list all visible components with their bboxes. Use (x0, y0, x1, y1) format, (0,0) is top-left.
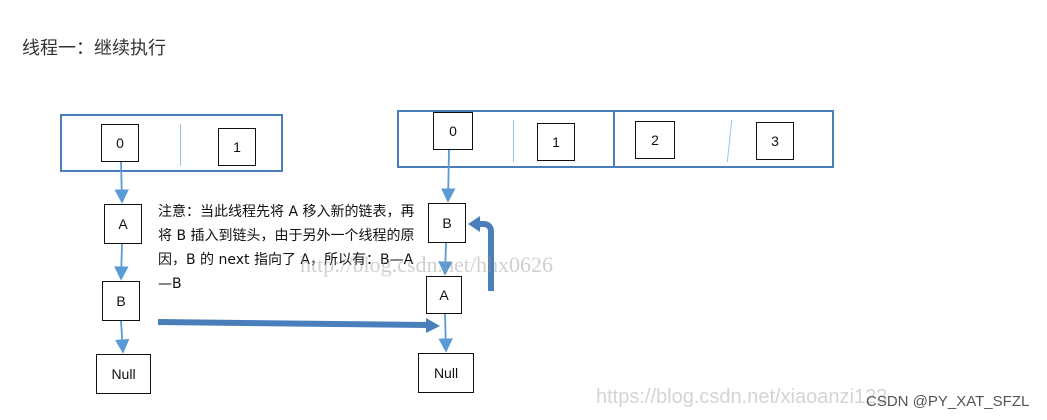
watermark-corner: CSDN @PY_XAT_SFZL (866, 393, 1030, 410)
watermark-bottom: https://blog.csdn.net/xiaoanzi123 (596, 386, 888, 408)
arrow-left-a-to-b (114, 243, 129, 281)
arrow-move-b-head (426, 318, 440, 333)
arrow-right-cell0-to-b (441, 149, 456, 203)
arrow-left-b-to-null (115, 320, 130, 354)
arrow-a-back-head (468, 216, 480, 232)
left-node-null: Null (96, 354, 151, 394)
right-node-a: A (426, 276, 462, 314)
right-array-divider-2 (613, 112, 615, 166)
left-array-cell-0: 0 (101, 124, 139, 162)
right-array-cell-3: 3 (756, 122, 794, 160)
watermark-center: http://blog.csdn.net/hhx0626 (300, 252, 553, 277)
arrow-left-cell0-to-a (114, 161, 129, 204)
left-array-divider (180, 124, 181, 166)
arrow-right-b-to-a (438, 242, 453, 276)
right-array-divider-1 (513, 120, 514, 162)
right-array-cell-2: 2 (635, 121, 675, 159)
arrow-move-b-to-new-list (157, 319, 429, 328)
right-array-cell-0: 0 (433, 112, 473, 150)
arrow-right-a-to-null (438, 313, 453, 353)
right-node-null: Null (418, 353, 474, 393)
page-title: 线程一：继续执行 (22, 38, 166, 59)
explanation-note: 注意：当此线程先将 A 移入新的链表，再将 B 插入到链头，由于另外一个线程的原… (158, 204, 415, 292)
right-node-b: B (428, 203, 466, 243)
left-node-b: B (102, 281, 140, 321)
arrow-a-back-to-b (478, 221, 494, 291)
right-array-cell-1: 1 (537, 123, 575, 161)
left-node-a: A (104, 204, 142, 244)
left-array-cell-1: 1 (218, 128, 256, 166)
